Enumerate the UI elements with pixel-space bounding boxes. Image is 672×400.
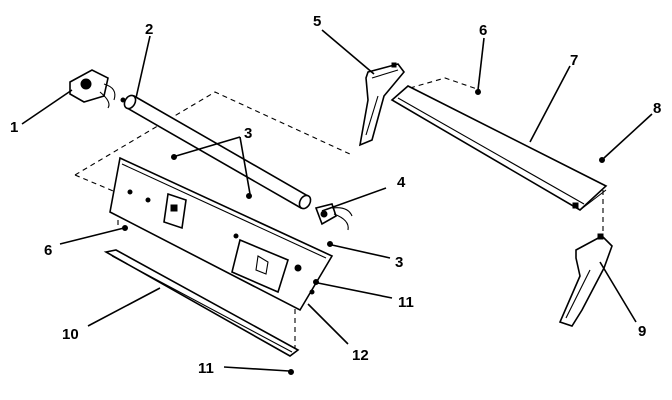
- part-11-screws: [288, 279, 319, 375]
- part-3-screws: [171, 154, 333, 247]
- callout-6-top: 6: [479, 22, 487, 39]
- callout-8: 8: [653, 100, 661, 117]
- callout-6-left: 6: [44, 242, 52, 259]
- callout-3-right: 3: [395, 254, 403, 271]
- callout-11-bottom: 11: [198, 360, 214, 377]
- callout-12: 12: [352, 347, 369, 364]
- leader-lines: [21, 29, 653, 372]
- part-9-bracket: [558, 233, 613, 327]
- callout-3-top: 3: [244, 125, 252, 142]
- callout-11-right: 11: [398, 294, 414, 311]
- callout-7: 7: [570, 52, 578, 69]
- part-7-panel: [390, 85, 608, 211]
- callout-1: 1: [10, 119, 18, 136]
- part-10-trim: [103, 249, 300, 357]
- callout-2: 2: [145, 21, 153, 38]
- callout-5: 5: [313, 13, 321, 30]
- part-1-switch: [69, 69, 116, 109]
- part-2-tube: [120, 94, 312, 210]
- callout-10: 10: [62, 326, 79, 343]
- part-4-switch: [314, 203, 353, 231]
- callout-4: 4: [397, 174, 406, 191]
- part-12-housing: [109, 156, 334, 312]
- part-5-bracket: [358, 62, 406, 147]
- part-8-screw: [599, 157, 605, 163]
- callout-labels: 1 2 3 3 4 5 6 6 7 8 9 10 11 11 12: [10, 13, 661, 377]
- callout-9: 9: [638, 323, 646, 340]
